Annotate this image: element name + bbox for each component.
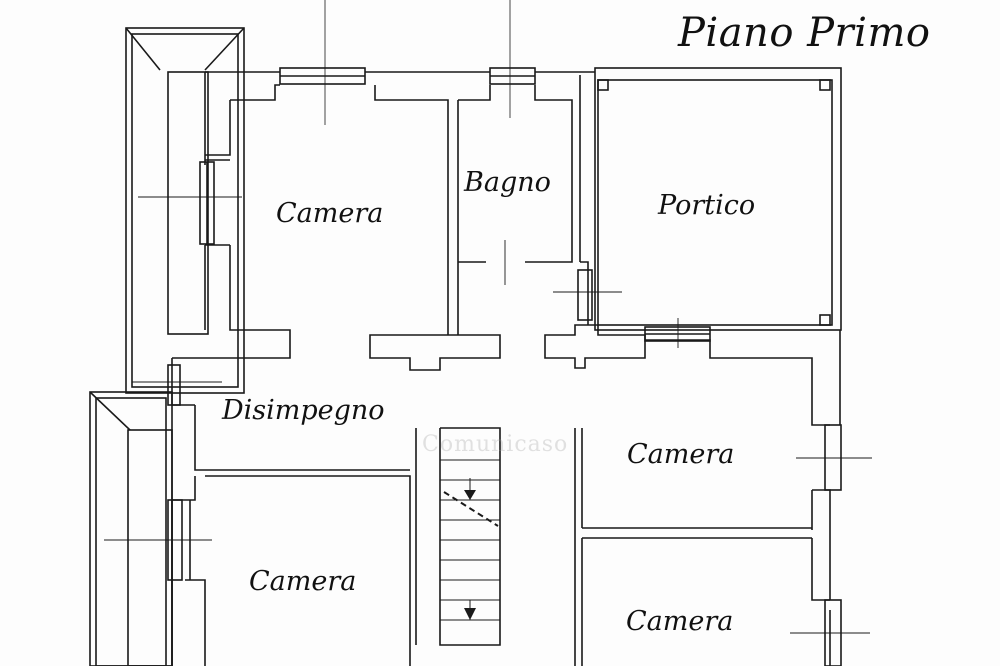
section-marks bbox=[104, 196, 872, 634]
windows bbox=[167, 67, 842, 666]
stair-arrow-icon bbox=[464, 608, 476, 620]
balcony-upper-left bbox=[125, 27, 245, 394]
room-label-disimpegno: Disimpegno bbox=[222, 395, 385, 426]
stair-arrow-icon bbox=[464, 490, 476, 500]
room-label-camera: Camera bbox=[276, 198, 384, 229]
walls bbox=[171, 67, 842, 666]
room-label-camera: Camera bbox=[626, 606, 734, 637]
room-label-camera: Camera bbox=[627, 439, 735, 470]
room-label-bagno: Bagno bbox=[464, 167, 551, 198]
plan-title: Piano Primo bbox=[678, 10, 931, 56]
watermark: Comunicaso bbox=[422, 432, 569, 457]
room-label-portico: Portico bbox=[658, 190, 756, 221]
room-label-camera: Camera bbox=[249, 566, 357, 597]
